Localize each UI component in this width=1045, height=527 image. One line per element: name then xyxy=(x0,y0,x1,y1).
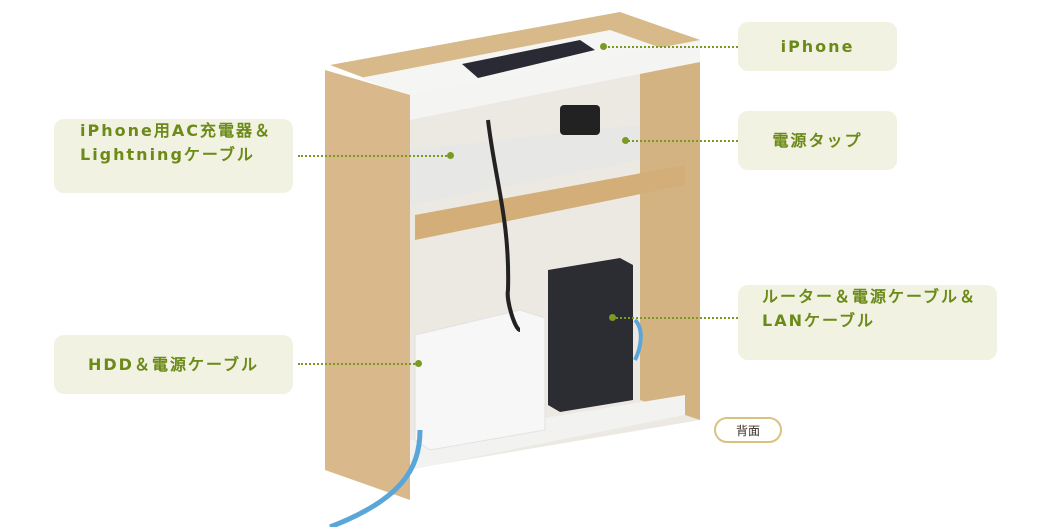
label-hdd: HDD＆電源ケーブル xyxy=(54,335,293,394)
pointer-dot-hdd xyxy=(415,360,422,367)
pointer-dot-iphone xyxy=(600,43,607,50)
leader-line-charger xyxy=(298,155,450,157)
label-text: 電源タップ xyxy=(772,130,863,150)
leader-line-power-strip xyxy=(625,140,738,142)
label-text: iPhone用AC充電器＆ xyxy=(80,121,272,140)
leader-line-hdd xyxy=(298,363,418,365)
leader-line-router xyxy=(612,317,738,319)
back-side-badge: 背面 xyxy=(714,417,782,443)
pointer-dot-charger xyxy=(447,152,454,159)
label-text: LANケーブル xyxy=(762,311,876,330)
pointer-dot-power-strip xyxy=(622,137,629,144)
leader-line-iphone xyxy=(603,46,738,48)
label-iphone: iPhone xyxy=(738,22,897,71)
label-power-strip: 電源タップ xyxy=(738,111,897,170)
label-text: ルーター＆電源ケーブル＆ xyxy=(762,287,978,306)
label-text: Lightningケーブル xyxy=(80,145,255,164)
label-text: HDD＆電源ケーブル xyxy=(88,354,259,374)
label-router: ルーター＆電源ケーブル＆ LANケーブル xyxy=(738,285,997,360)
label-charger: iPhone用AC充電器＆ Lightningケーブル xyxy=(54,119,293,193)
label-text: iPhone xyxy=(780,36,855,56)
pointer-dot-router xyxy=(609,314,616,321)
